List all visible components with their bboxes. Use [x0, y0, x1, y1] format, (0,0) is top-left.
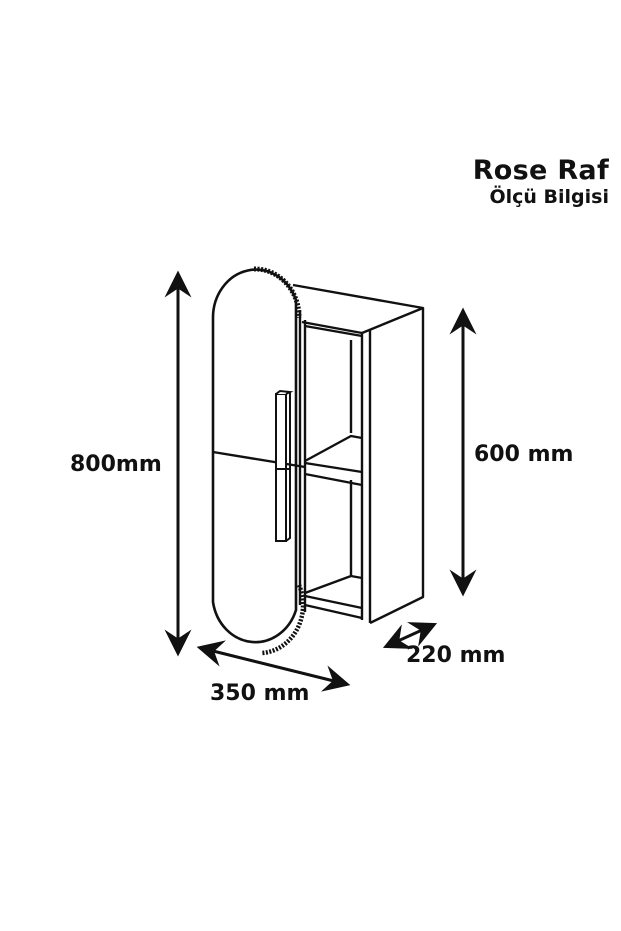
depth-220-arrow-icon: [382, 622, 438, 649]
dimension-arrows: [164, 270, 477, 692]
dimension-total-height: 800mm: [70, 452, 162, 477]
product-subtitle: Ölçü Bilgisi: [489, 186, 609, 208]
dimension-body-height: 600 mm: [474, 442, 574, 467]
cabinet-door: [211, 266, 306, 656]
cabinet-body: [292, 283, 425, 625]
width-350-arrow-icon: [196, 640, 351, 692]
dimension-width: 350 mm: [210, 681, 310, 706]
door-handle: [275, 389, 294, 542]
dimension-depth: 220 mm: [406, 643, 506, 668]
product-title: Rose Raf: [472, 155, 609, 186]
title-block: Rose Raf Ölçü Bilgisi: [472, 155, 609, 209]
